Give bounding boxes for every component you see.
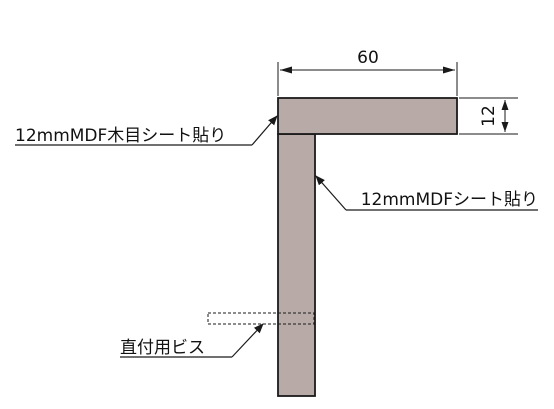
callout-screw-label: 直付用ビス bbox=[120, 338, 205, 358]
callout-screw: 直付用ビス bbox=[120, 323, 264, 358]
callout-side-board-label: 12mmMDFシート貼り bbox=[361, 190, 538, 210]
thickness-dimension-label: 12 bbox=[479, 105, 499, 127]
side-mdf-board bbox=[277, 133, 316, 397]
thickness-dimension: 12 bbox=[459, 97, 518, 135]
width-dimension: 60 bbox=[277, 48, 458, 96]
callout-side-board: 12mmMDFシート貼り bbox=[315, 175, 538, 211]
callout-top-board: 12mmMDF木目シート貼り bbox=[15, 115, 278, 146]
top-mdf-board bbox=[277, 97, 458, 135]
callout-top-board-label: 12mmMDF木目シート貼り bbox=[15, 126, 226, 146]
width-dimension-label: 60 bbox=[357, 48, 379, 68]
